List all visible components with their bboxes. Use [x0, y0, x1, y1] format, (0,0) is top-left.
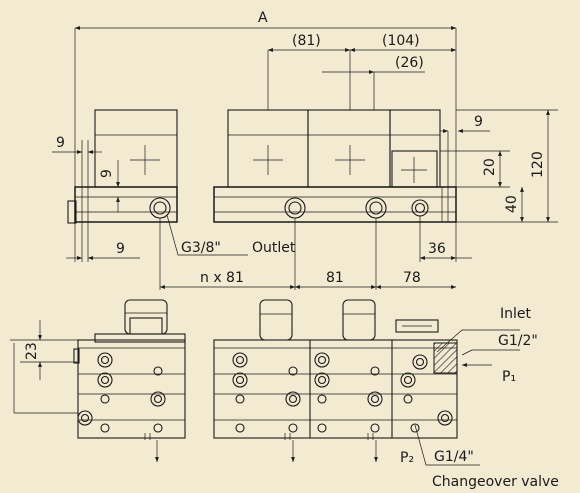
dim-78-label: 78	[403, 270, 421, 286]
port-g12-label: G1/2"	[498, 333, 538, 349]
dim-36-label: 36	[428, 241, 446, 257]
middle-valve-body-2	[307, 109, 391, 188]
dim-81-bottom-label: 81	[326, 270, 344, 286]
dim-104-label: (104)	[382, 33, 420, 49]
outlet-port	[365, 197, 387, 219]
left-manifold-block	[77, 339, 186, 439]
dim-20-label: 20	[482, 158, 498, 176]
left-base-rail	[74, 186, 178, 223]
top-view: A (81) (104) (26) 9 9 9 9 20 40 120 36 G…	[52, 10, 558, 290]
inlet-label: Inlet	[500, 306, 532, 322]
dim-40-label: 40	[504, 195, 520, 213]
p1-label: P₁	[502, 369, 516, 385]
solenoid-coil	[124, 299, 168, 335]
changeover-valve-label: Changeover valve	[432, 474, 559, 490]
dim-23-label: 23	[24, 342, 40, 360]
solenoid-coil	[259, 299, 293, 341]
outlet-port	[284, 197, 306, 219]
inlet-port-section	[433, 342, 458, 374]
front-view: 23	[10, 299, 559, 490]
dim-9-bottom-label: 9	[116, 241, 125, 257]
dim-81-top-label: (81)	[292, 33, 321, 49]
dim-26-label: (26)	[395, 55, 424, 71]
changeover-valve-top	[391, 150, 438, 188]
dim-120-label: 120	[530, 151, 546, 178]
dim-A-label: A	[258, 10, 268, 26]
port-g14-label: G1/4"	[434, 449, 474, 465]
dim-nx81-label: n x 81	[200, 270, 244, 286]
solenoid-coil	[342, 299, 376, 341]
outlet-port	[411, 199, 429, 217]
p2-label: P₂	[400, 450, 414, 466]
changeover-valve-cap	[395, 319, 439, 333]
dim-9-vertical-label: 9	[99, 169, 115, 178]
dim-9-right-label: 9	[474, 114, 483, 130]
dim-9-left-label: 9	[56, 135, 65, 151]
end-body	[389, 109, 441, 188]
port-g38-label: G3/8"	[181, 240, 221, 256]
outlet-label: Outlet	[252, 240, 296, 256]
right-manifold-block	[213, 339, 458, 439]
